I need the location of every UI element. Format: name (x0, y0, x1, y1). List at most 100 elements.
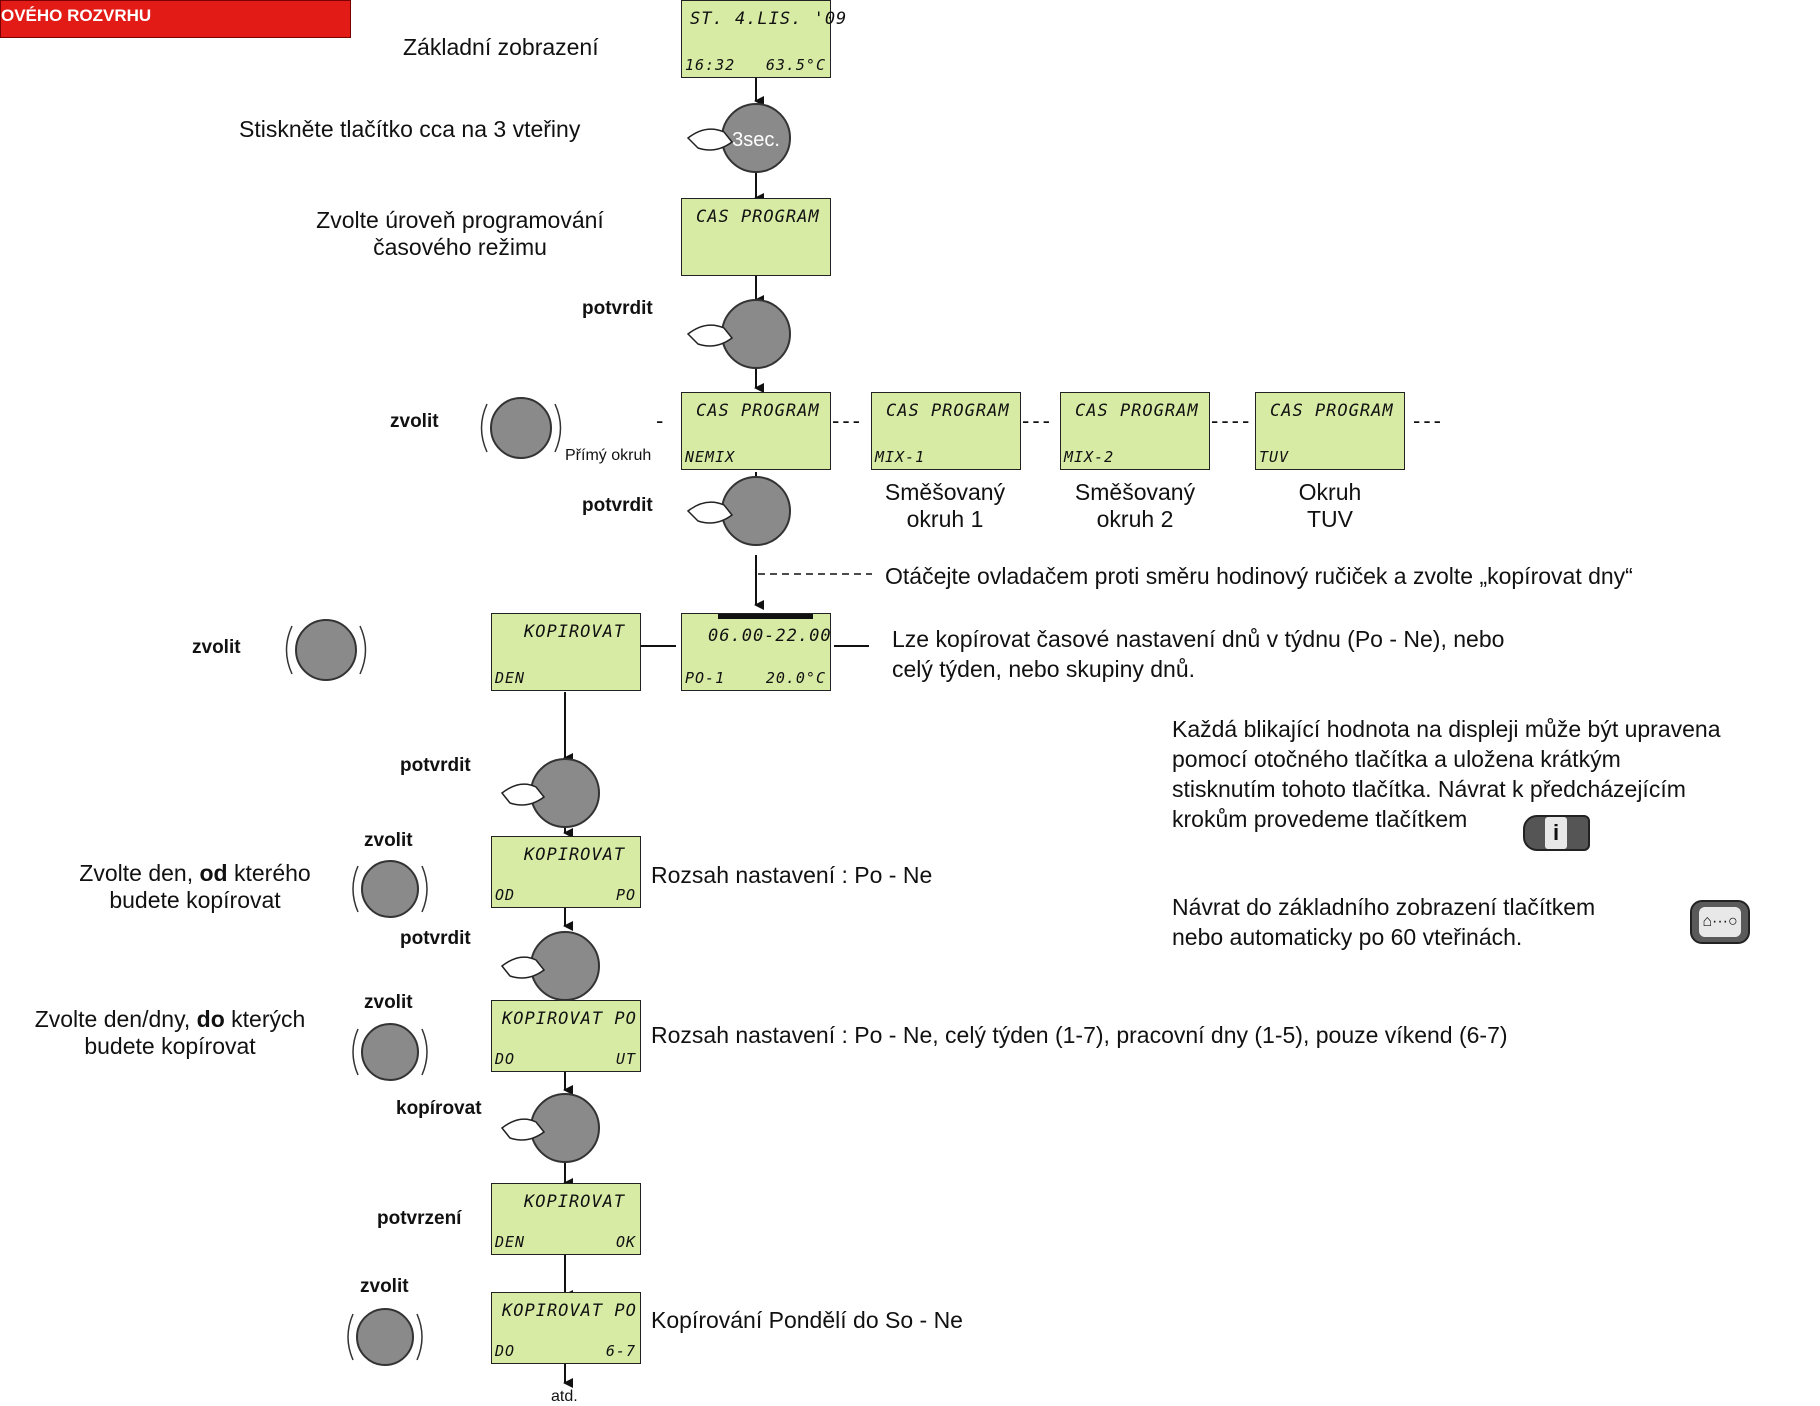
lcd-time-slot: 06.00-22.00 PO-1 20.0°C (681, 613, 831, 691)
lcd-copy-result: KOPIROVAT PO DO 6-7 (491, 1292, 641, 1364)
lcd-program-mix1: CAS PROGRAM MIX-1 (871, 392, 1021, 470)
note-blink-line1: Každá blikající hodnota na displeji může… (1172, 716, 1721, 742)
lcd-program-tuv: CAS PROGRAM TUV (1255, 392, 1405, 470)
info-glyph: i (1545, 817, 1567, 849)
lcd-time-program: CAS PROGRAM (681, 198, 831, 276)
step-label-from-day: Zvolte den, od kterého budete kopírovat (50, 860, 340, 914)
knob-press-icon (686, 476, 791, 546)
note-blink-line3: stisknutím tohoto tlačítka. Návrat k pře… (1172, 776, 1686, 802)
action-select-5: zvolit (360, 1276, 409, 1297)
info-button-icon: i (1523, 815, 1590, 851)
home-button-icon: ⌂···○ (1690, 900, 1750, 944)
action-select-2: zvolit (192, 637, 241, 658)
connector-dashes: - (656, 408, 667, 433)
knob-press-icon (500, 1093, 600, 1163)
lcd-text: PO (615, 886, 636, 904)
lcd-text: CAS PROGRAM (696, 207, 820, 227)
knob-press-3s-icon: 3sec. (686, 103, 791, 173)
step-label-to-day-line2: budete kopírovat (84, 1033, 256, 1059)
action-confirm-4: potvrdit (400, 928, 471, 949)
lcd-timebar (718, 614, 813, 619)
action-select-4: zvolit (364, 992, 413, 1013)
knob-3sec-label: 3sec. (732, 129, 780, 151)
note-blink-line2: pomocí otočného tlačítka a uložena krátk… (1172, 746, 1621, 772)
lcd-text: TUV (1259, 448, 1290, 466)
step-label-basic-display: Základní zobrazení (403, 34, 599, 60)
label-tuv-line1: Okruh (1298, 479, 1362, 505)
lcd-text: CAS PROGRAM (1075, 401, 1199, 421)
lcd-text: MIX-1 (875, 448, 926, 466)
knob-rotate-icon (285, 619, 367, 681)
lcd-text: KOPIROVAT (524, 845, 626, 865)
home-glyph: ⌂···○ (1699, 907, 1741, 937)
lcd-text: 06.00-22.00 (708, 626, 832, 646)
lcd-text: UT (615, 1050, 636, 1068)
action-select-3: zvolit (364, 830, 413, 851)
lcd-text: CAS PROGRAM (1270, 401, 1394, 421)
lcd-text: NEMIX (685, 448, 736, 466)
note-home-line2: nebo automaticky po 60 vteřinách. (1172, 924, 1523, 950)
knob-press-icon (500, 931, 600, 1001)
lcd-copy-from: KOPIROVAT OD PO (491, 836, 641, 908)
note-blink-line4: krokům provedeme tlačítkem (1172, 806, 1468, 832)
step-label-to-day-line1: Zvolte den/dny, do kterých (34, 1006, 306, 1032)
action-select-1: zvolit (390, 411, 439, 432)
lcd-copy-to: KOPIROVAT PO DO UT (491, 1000, 641, 1072)
action-confirm-3: potvrdit (400, 755, 471, 776)
step-label-choose-level-line1: Zvolte úroveň programování (316, 207, 604, 233)
knob-rotate-icon (352, 860, 428, 918)
range-note-2: Rozsah nastavení : Po - Ne, celý týden (… (651, 1022, 1508, 1048)
label-mix1-line2: okruh 1 (906, 506, 984, 532)
lcd-text: CAS PROGRAM (886, 401, 1010, 421)
step-label-choose-level: Zvolte úroveň programování časového reži… (285, 207, 635, 261)
connector-dashes: --- (832, 408, 863, 433)
note-home-line1: Návrat do základního zobrazení tlačítkem (1172, 894, 1596, 920)
knob-press-icon (686, 299, 791, 369)
label-mix2: Směšovaný okruh 2 (1045, 479, 1225, 533)
lcd-text: DO (495, 1342, 516, 1360)
label-mix1-line1: Směšovaný (884, 479, 1006, 505)
note-copy-days-line1: Lze kopírovat časové nastavení dnů v týd… (892, 626, 1505, 652)
lcd-text: DEN (495, 669, 526, 687)
section-header: OVÉHO ROZVRHU (0, 0, 351, 38)
label-mix2-line1: Směšovaný (1074, 479, 1196, 505)
lcd-program-mix2: CAS PROGRAM MIX-2 (1060, 392, 1210, 470)
lcd-text: KOPIROVAT PO (502, 1301, 637, 1321)
action-confirm-1: potvrdit (582, 298, 653, 319)
lcd-text: PO-1 (685, 669, 726, 687)
lcd-text: DO (495, 1050, 516, 1068)
label-tuv-line2: TUV (1307, 506, 1353, 532)
label-mix2-line2: okruh 2 (1096, 506, 1174, 532)
lcd-program-nemix: CAS PROGRAM NEMIX (681, 392, 831, 470)
knob-press-icon (500, 758, 600, 828)
lcd-text: 20.0°C (765, 669, 826, 687)
step-label-to-day: Zvolte den/dny, do kterých budete kopíro… (5, 1006, 335, 1060)
action-confirm-2: potvrdit (582, 495, 653, 516)
label-mix1: Směšovaný okruh 1 (855, 479, 1035, 533)
lcd-text: ST. 4.LIS. '09 (690, 9, 848, 29)
action-copy: kopírovat (396, 1098, 482, 1119)
label-direct-circuit: Přímý okruh (565, 447, 652, 464)
step-label-from-day-line2: budete kopírovat (109, 887, 281, 913)
lcd-text: 16:32 (685, 56, 736, 74)
knob-rotate-icon (352, 1023, 428, 1081)
lcd-text: OK (615, 1233, 636, 1251)
step-label-from-day-line1: Zvolte den, od kterého (79, 860, 311, 886)
label-tuv: Okruh TUV (1240, 479, 1420, 533)
connector-dashes: ---- (1211, 408, 1253, 433)
lcd-text: DEN (495, 1233, 526, 1251)
range-note-1: Rozsah nastavení : Po - Ne (651, 862, 933, 888)
lcd-text: KOPIROVAT (524, 1192, 626, 1212)
connector-dashes: --- (1413, 408, 1444, 433)
lcd-text: KOPIROVAT PO (502, 1009, 637, 1029)
knob-rotate-icon (480, 397, 562, 459)
lcd-copy-den: KOPIROVAT DEN (491, 613, 641, 691)
step-label-choose-level-line2: časového režimu (373, 234, 547, 260)
lcd-basic-display: ST. 4.LIS. '09 16:32 63.5°C (681, 0, 846, 78)
lcd-text: 6-7 (605, 1342, 636, 1360)
etc-label: atd. (551, 1388, 578, 1405)
lcd-copy-ok: KOPIROVAT DEN OK (491, 1183, 641, 1255)
lcd-text: MIX-2 (1064, 448, 1115, 466)
step-label-press-3s: Stiskněte tlačítko cca na 3 vteřiny (239, 116, 581, 142)
